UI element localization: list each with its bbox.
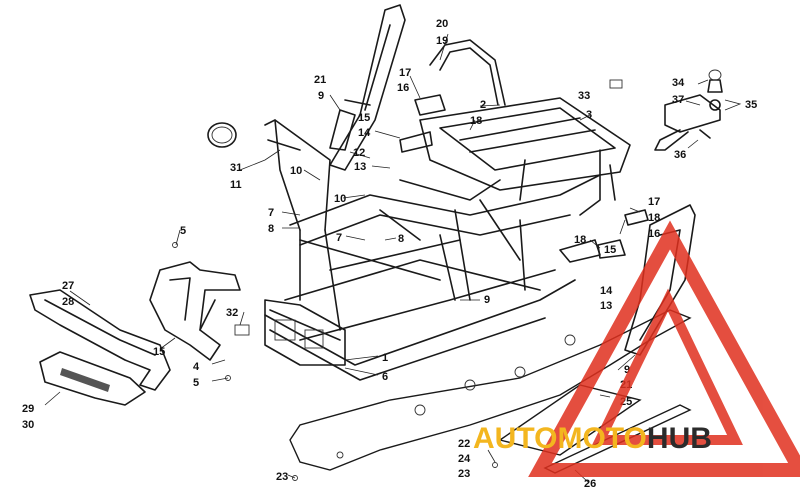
callout-5b: 5 bbox=[193, 377, 199, 389]
callout-23a: 23 bbox=[276, 471, 288, 483]
callout-8b: 8 bbox=[398, 233, 404, 245]
callout-6: 6 bbox=[382, 371, 388, 383]
callout-11: 11 bbox=[230, 179, 242, 191]
callout-9b: 9 bbox=[484, 294, 490, 306]
callout-21a: 21 bbox=[314, 74, 326, 86]
callout-1: 1 bbox=[382, 352, 388, 364]
clamp-ring bbox=[207, 122, 237, 148]
callout-17b: 17 bbox=[648, 196, 660, 208]
callout-3: 3 bbox=[586, 109, 592, 121]
callout-labels: 1 2 3 4 5 5 6 7 7 8 8 9 9 9 10 10 11 12 … bbox=[22, 18, 757, 490]
callout-31: 31 bbox=[230, 162, 242, 174]
callout-27: 27 bbox=[62, 280, 74, 292]
skid-plate bbox=[289, 309, 692, 471]
callout-37: 37 bbox=[672, 94, 684, 106]
callout-18c: 18 bbox=[574, 234, 586, 246]
callout-4: 4 bbox=[193, 361, 200, 373]
hitch-assembly bbox=[654, 69, 723, 151]
callout-15a: 15 bbox=[358, 112, 370, 124]
callout-13b: 13 bbox=[600, 300, 612, 312]
callout-12: 12 bbox=[353, 147, 365, 159]
main-frame bbox=[264, 97, 631, 381]
callout-24: 24 bbox=[458, 453, 471, 465]
roll-cage-left bbox=[329, 4, 406, 171]
grab-bar bbox=[429, 39, 506, 106]
callout-10b: 10 bbox=[334, 193, 346, 205]
watermark-hub: HUB bbox=[647, 422, 712, 455]
callout-17a: 17 bbox=[399, 67, 411, 79]
bumper-bar bbox=[29, 289, 171, 391]
callout-26: 26 bbox=[584, 478, 596, 490]
callout-33: 33 bbox=[578, 90, 590, 102]
callout-36: 36 bbox=[674, 149, 686, 161]
callout-32: 32 bbox=[226, 307, 238, 319]
callout-35: 35 bbox=[745, 99, 757, 111]
callout-23b: 23 bbox=[458, 468, 470, 480]
watermark-text: AUTOMOTOHUB bbox=[473, 422, 712, 455]
callout-2: 2 bbox=[480, 99, 486, 111]
grille-plate bbox=[39, 351, 146, 406]
callout-18b: 18 bbox=[648, 212, 660, 224]
callout-14b: 14 bbox=[600, 285, 613, 297]
callout-9a: 9 bbox=[318, 90, 324, 102]
callout-15c: 15 bbox=[153, 346, 165, 358]
callout-8a: 8 bbox=[268, 223, 274, 235]
hardware bbox=[172, 79, 649, 481]
callout-7a: 7 bbox=[268, 207, 274, 219]
watermark-auto: AUTO bbox=[473, 422, 557, 455]
callout-5a: 5 bbox=[180, 225, 186, 237]
callout-34: 34 bbox=[672, 77, 685, 89]
callout-16b: 16 bbox=[648, 228, 660, 240]
svg-text:AUTOMOTOHUB: AUTOMOTOHUB bbox=[473, 422, 712, 455]
callout-13a: 13 bbox=[354, 161, 366, 173]
callout-16a: 16 bbox=[397, 82, 409, 94]
callout-18a: 18 bbox=[470, 115, 482, 127]
front-guard bbox=[149, 261, 241, 361]
callout-7b: 7 bbox=[336, 232, 342, 244]
callout-10a: 10 bbox=[290, 165, 302, 177]
callout-19: 19 bbox=[436, 35, 448, 47]
callout-15b: 15 bbox=[604, 244, 616, 256]
callout-9c: 9 bbox=[624, 364, 630, 376]
callout-20: 20 bbox=[436, 18, 448, 30]
callout-22: 22 bbox=[458, 438, 470, 450]
callout-29: 29 bbox=[22, 403, 34, 415]
leader-lines bbox=[44, 33, 742, 483]
watermark-logo bbox=[528, 220, 800, 477]
watermark-moto: MOTO bbox=[557, 422, 646, 455]
callout-28: 28 bbox=[62, 296, 74, 308]
callout-14a: 14 bbox=[358, 127, 371, 139]
callout-30: 30 bbox=[22, 419, 34, 431]
